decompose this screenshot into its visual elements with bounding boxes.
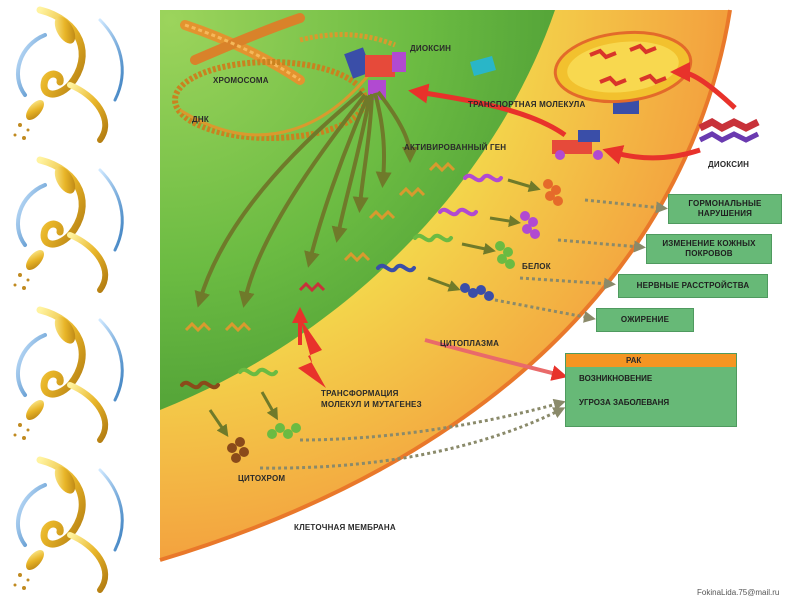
dioxin-top-label: ДИОКСИН [410, 44, 451, 53]
author-email: FokinaLida.75@mail.ru [697, 588, 779, 597]
activated-gene-label: АКТИВИРОВАННЫЙ ГЕН [404, 143, 506, 152]
dna-label: ДНК [192, 115, 209, 124]
cytochrome-label: ЦИТОХРОМ [238, 474, 285, 483]
dioxin-molecule-right [700, 122, 758, 140]
cell-membrane-label: КЛЕТОЧНАЯ МЕМБРАНА [294, 523, 396, 532]
dioxin-right-label: ДИОКСИН [708, 160, 749, 169]
effect-box-hormonal: ГОРМОНАЛЬНЫЕ НАРУШЕНИЯ [668, 194, 782, 224]
protein-label: БЕЛОК [522, 262, 551, 271]
cancer-box: РАК ВОЗНИКНОВЕНИЕ УГРОЗА ЗАБОЛЕВАНЯ [565, 353, 737, 427]
cytoplasm-label: ЦИТОПЛАЗМА [440, 339, 499, 348]
cancer-box-title: РАК [566, 354, 736, 367]
cancer-box-item: УГРОЗА ЗАБОЛЕВАНЯ [566, 391, 736, 415]
effect-box-obesity: ОЖИРЕНИЕ [596, 308, 694, 332]
transport-molecule-label: ТРАНСПОРТНАЯ МОЛЕКУЛА [468, 100, 585, 109]
effect-box-nervous: НЕРВНЫЕ РАССТРОЙСТВА [618, 274, 768, 298]
transformation-label: ТРАНСФОРМАЦИЯ МОЛЕКУЛ И МУТАГЕНЕЗ [321, 388, 422, 410]
effect-box-skin: ИЗМЕНЕНИЕ КОЖНЫХ ПОКРОВОВ [646, 234, 772, 264]
chromosome-label: ХРОМОСОМА [213, 76, 269, 85]
cancer-box-item: ВОЗНИКНОВЕНИЕ [566, 367, 736, 391]
